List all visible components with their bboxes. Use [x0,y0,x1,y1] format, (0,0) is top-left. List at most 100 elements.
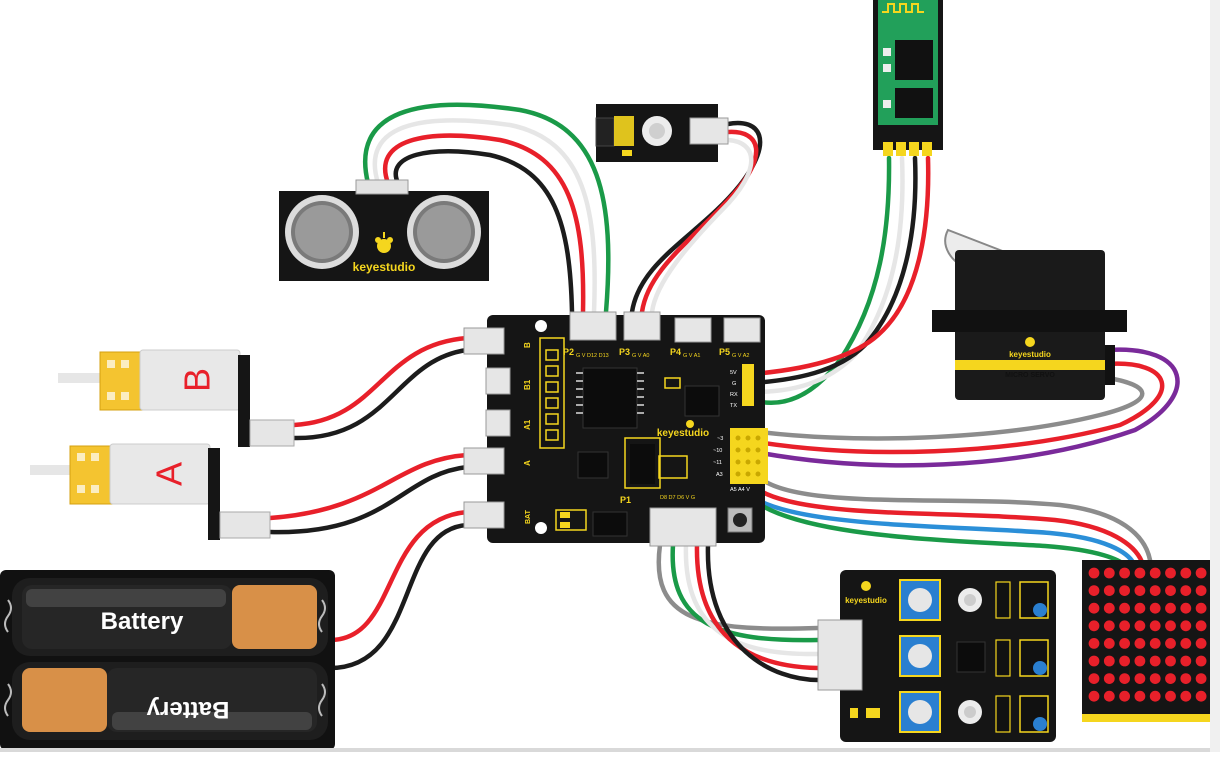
matrix-led [1134,585,1146,596]
side-pin-10: ~10 [713,448,722,454]
wire-battery-red [327,509,470,643]
matrix-led [1180,602,1192,614]
matrix-led [1195,655,1207,667]
label-motor-b1: B1 [523,379,532,390]
wire-motor-b-black [291,347,470,441]
potentiometers[interactable] [899,579,941,733]
battery-holder: Battery Battery [0,570,335,750]
wire-matrix-blue [742,487,1137,567]
wire-ir-red [639,129,759,315]
label-motor-a1: A1 [523,419,532,430]
port-p1-label: P1 [620,495,631,505]
label-motor-a: A [523,460,532,466]
matrix-led [1134,620,1146,632]
port-p4-label: P4 [670,347,681,357]
ir-receiver-module [595,104,729,162]
wire-ultrasonic-gray [372,118,597,315]
wire-matrix-gray [757,475,1153,563]
matrix-led [1103,602,1115,614]
matrix-led [1165,655,1176,667]
matrix-led [1149,567,1161,579]
bt-pin-rx: RX [730,392,738,398]
matrix-led [1088,673,1100,684]
matrix-led [1149,585,1161,596]
matrix-led [1165,638,1176,649]
matrix-led [1195,690,1207,702]
matrix-led [1088,585,1100,596]
motor-a-letter: A [149,462,190,486]
matrix-led [1149,602,1161,614]
matrix-led [1088,567,1100,579]
matrix-led [1103,567,1115,579]
board-brand: keyestudio [657,428,709,439]
matrix-led [1180,655,1192,667]
matrix-led [1134,690,1146,702]
matrix-led [1119,690,1130,702]
ultrasonic-sensor: keyestudio [279,179,489,281]
matrix-led [1180,567,1192,579]
motor-b-letter: B [177,368,218,392]
servo-brand: keyestudio [1009,350,1051,359]
matrix-led [1088,638,1100,649]
matrix-led [1165,585,1176,596]
matrix-led [1165,602,1176,614]
matrix-led [1149,673,1161,684]
matrix-led [1165,567,1176,579]
driver-chip [582,367,638,429]
matrix-led [1088,620,1100,632]
matrix-led [1088,602,1100,614]
port-p2-label: P2 [563,347,574,357]
servo-label: MICRO SERVO [1005,372,1055,379]
wire-matrix-red [749,482,1145,565]
matrix-led [1134,673,1146,684]
matrix-led [1149,638,1161,649]
matrix-led [1180,620,1192,632]
motor-b: B [58,349,295,447]
matrix-led [1103,585,1115,596]
side-pin-11: ~11 [713,460,722,466]
side-pin-a3: A3 [716,472,723,478]
port-p3-label: P3 [619,347,630,357]
matrix-led [1119,602,1130,614]
matrix-led [1103,620,1115,632]
matrix-led [1103,655,1115,667]
micro-servo: keyestudio MICRO SERVO [932,228,1127,400]
wire-servo-gray [742,375,1145,441]
matrix-led [1165,673,1176,684]
port-headers [569,311,761,343]
matrix-led [1103,638,1115,649]
matrix-led [1119,655,1130,667]
wire-motor-a-red [267,452,470,521]
wire-servo-red [742,361,1165,455]
wire-bt-green [749,155,892,405]
battery-top-label: Battery [101,608,184,635]
board-logo-icon [686,420,694,428]
matrix-led [1180,690,1192,702]
matrix-led [1180,638,1192,649]
tracker-brand: keyestudio [845,596,887,605]
matrix-led [1103,673,1115,684]
matrix-led [1134,602,1146,614]
motor-driver-board: P2 G V D12 D13 P3 G V A0 P4 G V A1 P5 G … [463,311,768,547]
wire-ultrasonic-red [382,133,586,315]
wire-bt-red [749,155,931,377]
wire-motor-a-black [267,464,470,535]
motor-a: A [30,443,271,540]
ultrasonic-brand: keyestudio [353,260,416,274]
matrix-dots [1088,567,1207,702]
wire-ir-white [649,137,754,315]
wire-bt-white [749,155,905,395]
matrix-led [1195,620,1207,632]
matrix-led [1165,690,1176,702]
matrix-led [1134,567,1146,579]
matrix-led [1149,690,1161,702]
bt-pin-5v: 5V [730,370,737,376]
port-p5-pins: G V A2 [732,353,749,359]
port-p1-pins: D8 D7 D6 V G [660,495,695,501]
matrix-led [1119,673,1130,684]
port-p5-label: P5 [719,347,730,357]
port-p4-pins: G V A1 [683,353,700,359]
tracker-logo-icon [861,581,871,591]
port-p3-pins: G V A0 [632,353,649,359]
ultrasonic-logo-icon [375,232,393,253]
